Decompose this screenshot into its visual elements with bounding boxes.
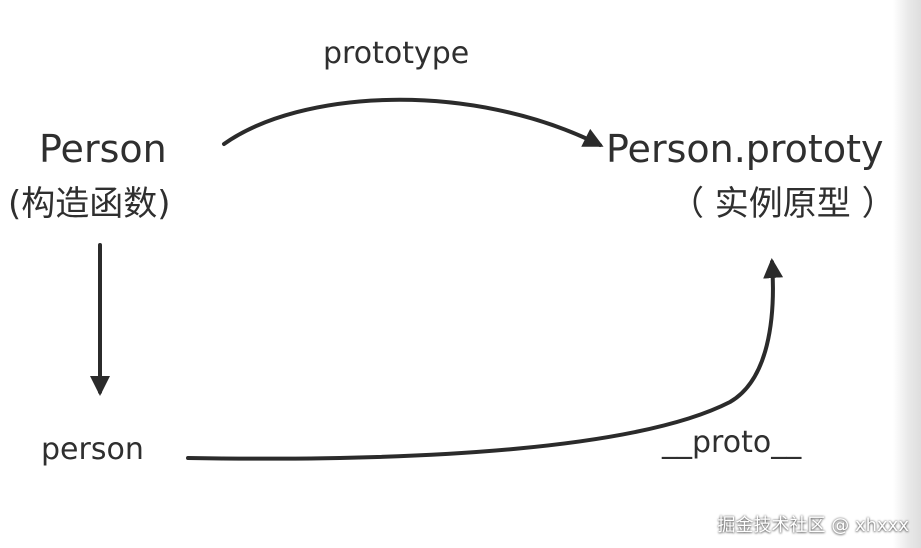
right-edge-shadow	[893, 0, 921, 548]
prototype-node-label: Person.prototy	[606, 127, 884, 171]
instance-node-label: person	[41, 432, 144, 467]
constructor-node-label: Person	[39, 127, 167, 171]
proto-edge-label: __proto__	[662, 425, 802, 460]
prototype-edge-label: prototype	[323, 36, 470, 71]
watermark-text: 掘金技术社区 @ xhxxx	[717, 515, 909, 536]
prototype-arrow	[222, 97, 604, 147]
constructor-node-subtitle: (构造函数)	[8, 184, 171, 224]
proto-arrow	[186, 258, 784, 461]
prototype-node-subtitle: （ 实例原型 ）	[670, 184, 896, 224]
